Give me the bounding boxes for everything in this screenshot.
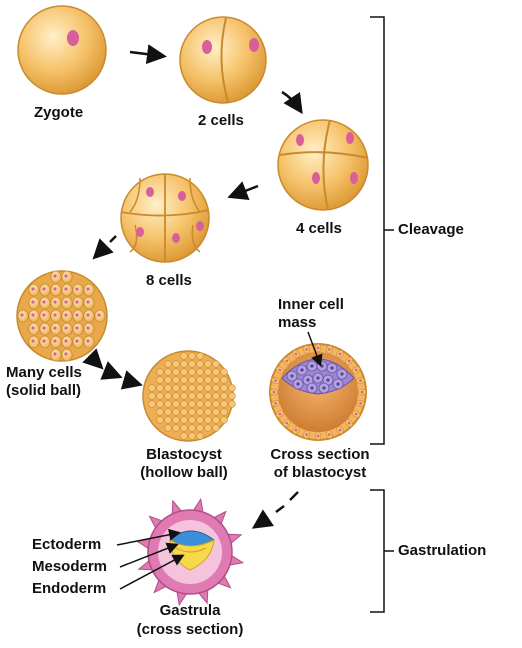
label-hollow-ball: (hollow ball) <box>128 464 240 482</box>
two-cell-embryo <box>180 17 266 103</box>
arrow-8cells-to-many <box>96 236 116 256</box>
label-gastrula: Gastrula <box>120 602 260 620</box>
morula <box>17 271 107 361</box>
arrow-zygote-to-2cells <box>130 52 162 56</box>
stage-label-gastrulation: Gastrulation <box>398 542 486 560</box>
gastrulation-bracket <box>370 490 384 612</box>
gastrula <box>137 499 243 605</box>
arrow-many-to-blastocyst <box>92 358 138 384</box>
label-inner-cell: Inner cell <box>278 296 344 314</box>
label-zygote: Zygote <box>34 104 83 122</box>
arrow-2cells-to-4cells <box>282 92 300 110</box>
label-ectoderm: Ectoderm <box>32 536 101 554</box>
arrow-4cells-to-8cells <box>232 186 258 196</box>
label-blastocyst: Blastocyst <box>128 446 240 464</box>
four-cell-embryo <box>278 120 368 210</box>
label-solid-ball: (solid ball) <box>6 382 81 400</box>
label-cross-section: Cross section <box>258 446 382 464</box>
stage-label-cleavage: Cleavage <box>398 221 464 239</box>
label-2-cells: 2 cells <box>198 112 244 130</box>
label-mass: mass <box>278 314 316 332</box>
label-of-blastocyst: of blastocyst <box>258 464 382 482</box>
label-mesoderm: Mesoderm <box>32 558 107 576</box>
cleavage-bracket <box>370 17 384 444</box>
blastocyst <box>143 351 235 441</box>
arrow-blastocyst-to-gastrula <box>256 492 298 526</box>
label-many-cells: Many cells <box>6 364 82 382</box>
label-endoderm: Endoderm <box>32 580 106 598</box>
eight-cell-embryo <box>121 174 209 262</box>
label-4-cells: 4 cells <box>296 220 342 238</box>
label-8-cells: 8 cells <box>146 272 192 290</box>
zygote-cell <box>18 6 106 94</box>
label-gastrula-cross-section: (cross section) <box>120 621 260 639</box>
